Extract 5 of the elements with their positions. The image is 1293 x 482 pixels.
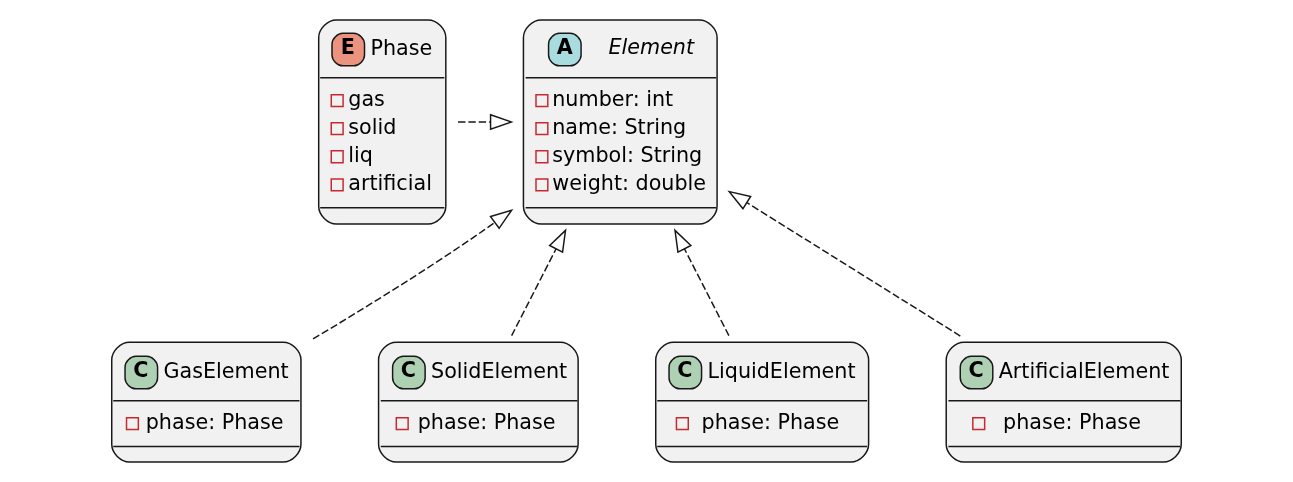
arrow — [510, 228, 567, 337]
arrow — [457, 113, 514, 131]
arrow — [673, 228, 730, 337]
arrow — [727, 190, 962, 337]
arrow — [312, 208, 514, 340]
